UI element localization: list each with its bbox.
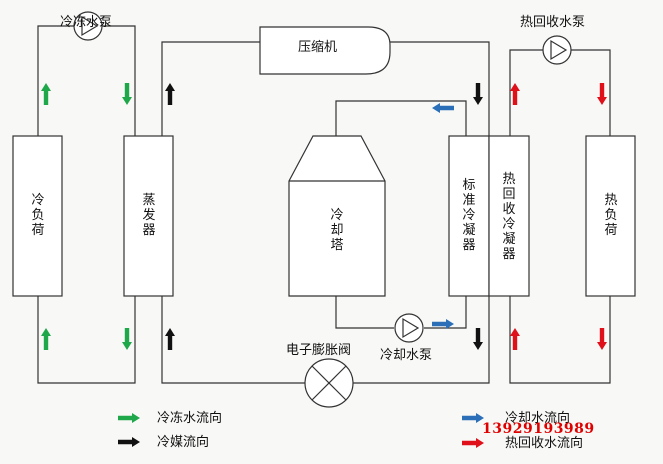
cold-load-label: 冷负荷 bbox=[31, 193, 45, 238]
heat-load-label: 热负荷 bbox=[604, 193, 618, 238]
hot-water-arrow-icon bbox=[510, 328, 520, 350]
legend-chilled-water-label: 冷冻水流向 bbox=[157, 411, 223, 426]
watermark-phone: 13929193989 bbox=[482, 421, 595, 437]
chilled-water-piping bbox=[37, 25, 136, 384]
chilled-water-arrow-icon bbox=[41, 328, 51, 350]
hot-water-arrow-icon bbox=[597, 83, 607, 105]
cooling-tower-label: 冷却塔 bbox=[330, 208, 344, 253]
heat-recovery-piping bbox=[509, 49, 611, 384]
hr-condenser-box bbox=[488, 135, 530, 297]
expansion-valve-icon bbox=[304, 358, 354, 408]
heat-recovery-pump-label: 热回收水泵 bbox=[520, 15, 586, 30]
legend-cooling-water-label: 冷却水流向 bbox=[505, 411, 571, 426]
heat-recovery-pump-icon bbox=[542, 35, 572, 65]
evaporator-label: 蒸发器 bbox=[142, 193, 156, 238]
cooling-pump-label: 冷却水泵 bbox=[380, 348, 433, 363]
cooling-pump-icon bbox=[394, 313, 424, 343]
legend-hot-water-label: 热回收水流向 bbox=[505, 436, 584, 451]
std-condenser-box bbox=[448, 135, 490, 297]
expansion-valve-label: 电子膨胀阀 bbox=[286, 343, 352, 358]
legend-cooling-water-arrow-icon bbox=[462, 413, 484, 423]
cooling-water-arrow-icon bbox=[432, 319, 454, 329]
legend-chilled-water-arrow-icon bbox=[118, 413, 140, 423]
hr-condenser-label: 热回收冷凝器 bbox=[502, 172, 516, 262]
legend-refrigerant-arrow-icon bbox=[118, 437, 140, 447]
legend-refrigerant-label: 冷媒流向 bbox=[157, 435, 210, 450]
chilled-water-arrow-icon bbox=[122, 328, 132, 350]
refrigerant-arrow-icon bbox=[473, 328, 483, 350]
chilled-water-arrow-icon bbox=[41, 83, 51, 105]
cooling-water-arrow-icon bbox=[432, 103, 454, 113]
chilled-pump-label: 冷冻水泵 bbox=[60, 15, 113, 30]
refrigerant-arrow-icon bbox=[165, 328, 175, 350]
compressor-shape bbox=[259, 26, 391, 75]
heat-load-box bbox=[585, 135, 636, 297]
cold-load-box bbox=[12, 135, 63, 297]
evaporator-box bbox=[123, 135, 174, 297]
std-condenser-label: 标准冷凝器 bbox=[462, 178, 476, 253]
refrigerant-arrow-icon bbox=[473, 83, 483, 105]
compressor-label: 压缩机 bbox=[298, 40, 338, 55]
refrigerant-piping bbox=[161, 41, 490, 384]
hot-water-arrow-icon bbox=[510, 83, 520, 105]
legend-hot-water-arrow-icon bbox=[462, 438, 484, 448]
chilled-pump-icon bbox=[73, 11, 103, 41]
chilled-water-arrow-icon bbox=[122, 83, 132, 105]
hot-water-arrow-icon bbox=[597, 328, 607, 350]
refrigerant-arrow-icon bbox=[165, 83, 175, 105]
